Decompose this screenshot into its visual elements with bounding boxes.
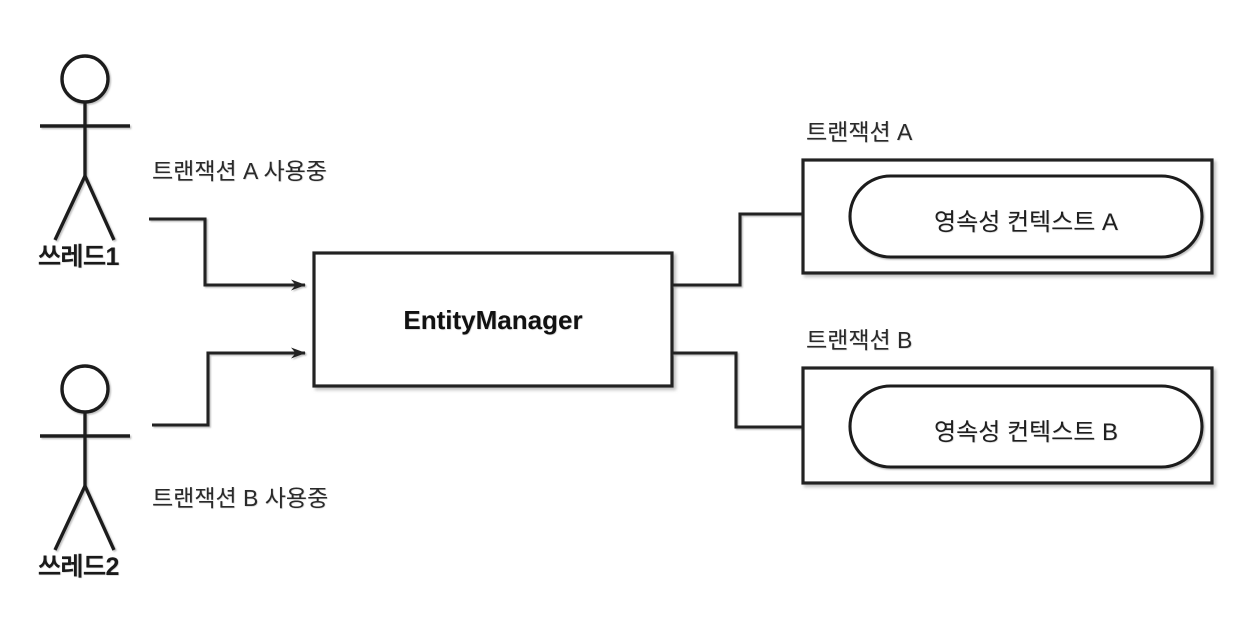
connector-entitymanager-to-context-a [672, 208, 846, 287]
actor-label-thread2: 쓰레드2 [38, 553, 119, 581]
connector-thread1-to-entitymanager [149, 217, 306, 291]
entity-manager-label: EntityManager [403, 305, 583, 335]
persistence-context-b-shape[interactable] [848, 384, 1204, 469]
actor-thread2-figure [40, 364, 130, 551]
connector-thread2-to-entitymanager [152, 347, 306, 427]
actor-thread1-figure [40, 54, 130, 241]
edge-label-transaction-b-in-use: 트랜잭션 B 사용중 [152, 485, 329, 511]
connector-entitymanager-to-context-b [672, 351, 846, 433]
persistence-context-b-label: 영속성 컨텍스트 B [934, 419, 1118, 446]
transaction-b-title: 트랜잭션 B [806, 327, 913, 353]
persistence-context-a-shape[interactable] [848, 174, 1204, 259]
persistence-context-a-label: 영속성 컨텍스트 A [934, 209, 1118, 236]
transaction-a-title: 트랜잭션 A [806, 119, 913, 145]
entity-manager-box[interactable] [312, 251, 674, 388]
actor-label-thread1: 쓰레드1 [38, 243, 119, 271]
edge-label-transaction-a-in-use: 트랜잭션 A 사용중 [152, 158, 327, 184]
